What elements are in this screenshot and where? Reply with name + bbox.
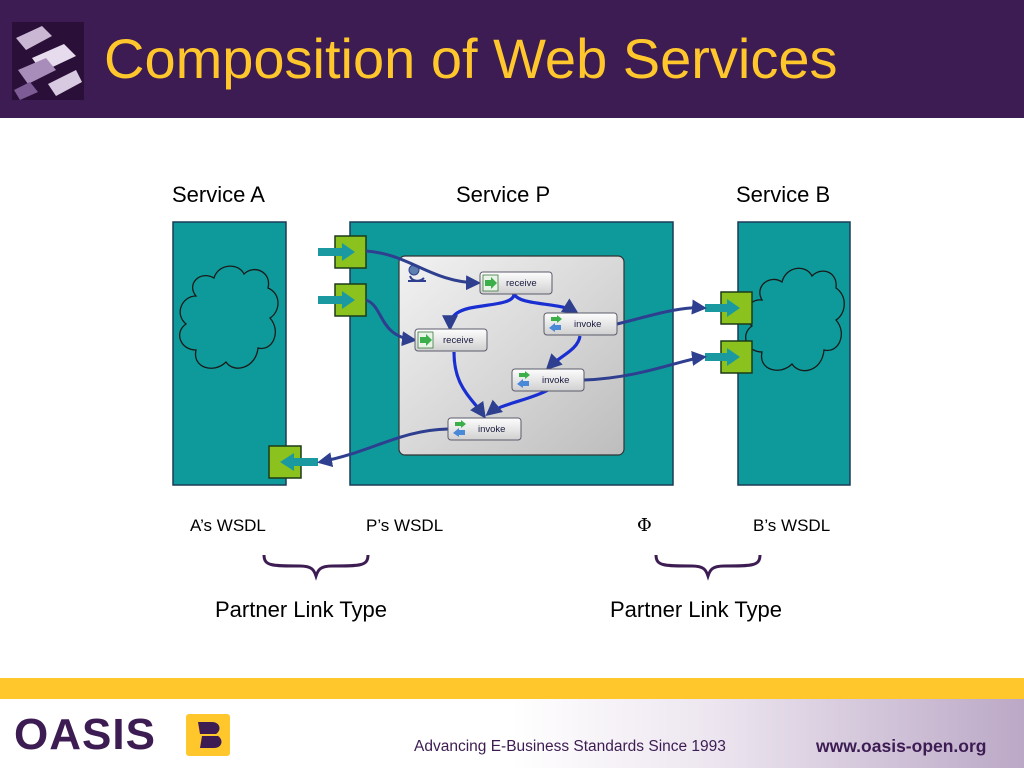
slide-title: Composition of Web Services [104, 27, 838, 90]
brace-left [262, 554, 370, 581]
b-port-1 [705, 291, 753, 325]
oasis-logo: OASIS [14, 710, 156, 759]
arrow-invoke2-to-b2 [583, 351, 707, 382]
p-port-1 [318, 235, 367, 269]
activity-label: receive [506, 278, 537, 289]
p-wsdl-label: P’s WSDL [366, 516, 444, 535]
keyboard-logo-icon [12, 22, 84, 100]
activity-label: receive [443, 335, 474, 346]
arrow-invoke3-to-a [317, 427, 449, 468]
footer-stripe [0, 678, 1024, 699]
activity-receive-2 [414, 328, 488, 352]
activity-invoke-2 [511, 368, 585, 392]
footer-url[interactable]: www.oasis-open.org [816, 736, 987, 756]
slide-header: Composition of Web Services [0, 0, 1024, 118]
activity-label: invoke [574, 319, 602, 330]
slide-footer [0, 699, 1024, 768]
activity-invoke-3 [447, 417, 522, 441]
partner-link-type-right: Partner Link Type [610, 597, 783, 622]
service-a-label: Service A [172, 182, 265, 207]
b-port-2 [705, 340, 753, 374]
activity-invoke-1 [543, 312, 618, 336]
service-a-cloud [179, 265, 279, 369]
composition-diagram: receive invoke receive invoke invoke Ser… [0, 118, 1024, 678]
oasis-mark-icon [186, 714, 230, 756]
activity-label: invoke [478, 424, 506, 435]
service-p-label: Service P [456, 182, 551, 207]
activity-label: invoke [542, 375, 570, 386]
a-port [268, 445, 318, 479]
p-port-2 [318, 283, 367, 317]
phi-label: Φ [637, 515, 652, 536]
activity-receive-1 [479, 271, 553, 295]
service-b-label: Service B [736, 182, 831, 207]
arrow-invoke1-to-b1 [616, 299, 707, 326]
arrow-p1-to-receive1 [365, 249, 481, 291]
arrow-p2-to-receive2 [365, 298, 417, 347]
footer-tagline: Advancing E-Business Standards Since 199… [414, 738, 726, 755]
partner-link-type-left: Partner Link Type [215, 597, 388, 622]
diagram-canvas [172, 221, 851, 581]
b-wsdl-label: B’s WSDL [753, 516, 831, 535]
control-flow [442, 292, 582, 419]
service-b-box [737, 221, 851, 486]
a-wsdl-label: A’s WSDL [190, 516, 266, 535]
brace-right [654, 554, 762, 581]
